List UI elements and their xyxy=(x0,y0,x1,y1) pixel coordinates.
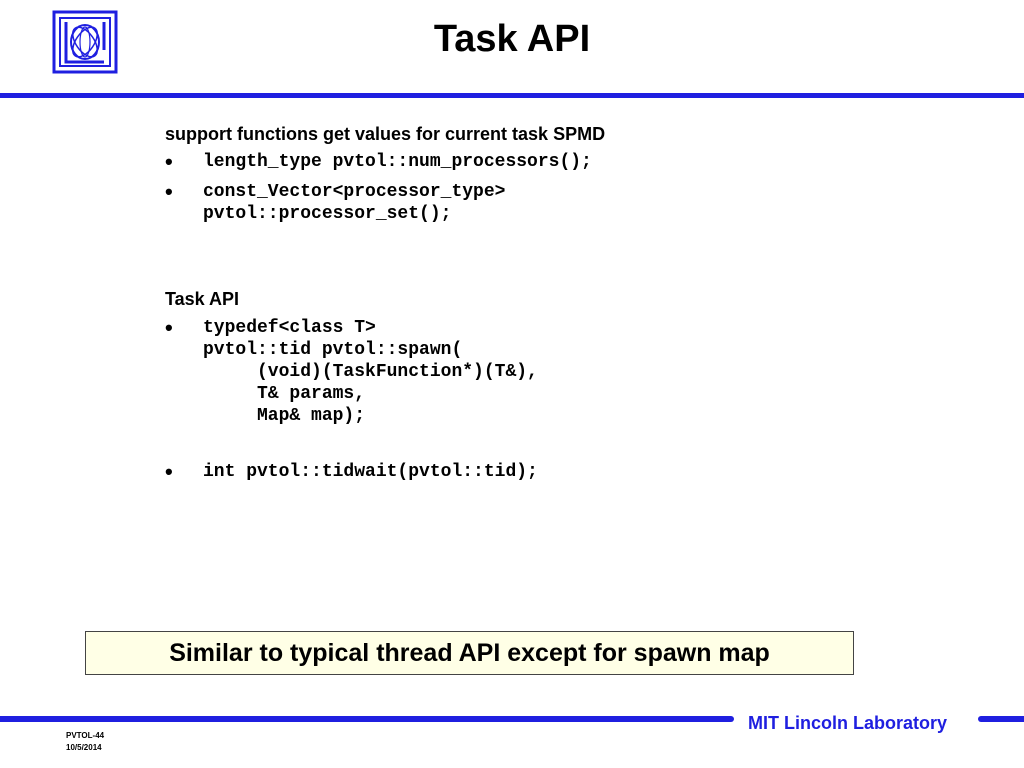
slide-date: 10/5/2014 xyxy=(66,743,102,752)
header-divider xyxy=(0,93,1024,98)
bullet-icon: • xyxy=(165,179,173,204)
code-line: typedef<class T> pvtol::tid pvtol::spawn… xyxy=(203,318,538,426)
mit-ll-logo-icon xyxy=(52,10,118,74)
slide-id: PVTOL-44 xyxy=(66,731,105,740)
summary-callout: Similar to typical thread API except for… xyxy=(85,631,854,675)
bullet-icon: • xyxy=(165,459,173,484)
section-heading-support-functions: support functions get values for current… xyxy=(165,124,606,144)
lab-name: MIT Lincoln Laboratory xyxy=(748,713,948,733)
code-line: int pvtol::tidwait(pvtol::tid); xyxy=(203,462,538,482)
code-line: length_type pvtol::num_processors(); xyxy=(203,152,592,172)
section-heading-task-api: Task API xyxy=(165,289,240,309)
code-line: const_Vector<processor_type> pvtol::proc… xyxy=(203,182,506,224)
bullet-icon: • xyxy=(165,149,173,174)
bullet-icon: • xyxy=(165,315,173,340)
footer-divider-right xyxy=(978,716,1024,722)
footer-divider-left xyxy=(0,716,734,722)
page-title: Task API xyxy=(433,18,591,60)
summary-callout-text: Similar to typical thread API except for… xyxy=(169,638,770,667)
